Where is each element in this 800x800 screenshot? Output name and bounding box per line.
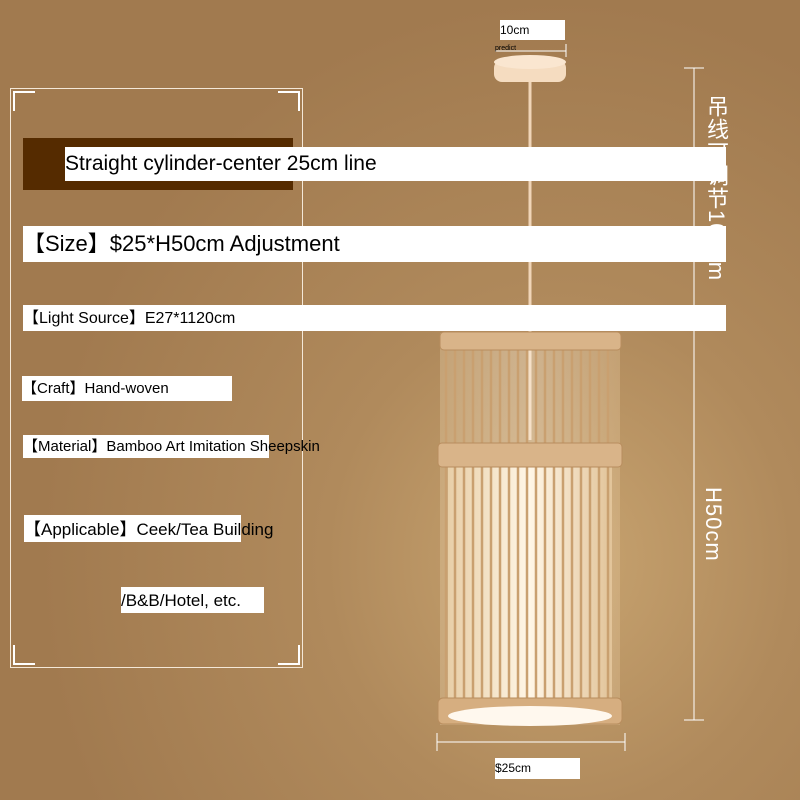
ceiling-canopy [494, 55, 566, 82]
height-label: H50cm [701, 487, 726, 562]
decorative-frame [10, 88, 303, 668]
diameter-label: $25cm [495, 758, 580, 779]
spec-applicable: 【Applicable】Ceek/Tea Building [24, 515, 273, 542]
canopy-width-label: 10cm [500, 20, 565, 40]
lamp-body [437, 331, 623, 726]
canopy-note: predict [495, 45, 517, 52]
spec-craft: 【Craft】Hand-woven [22, 376, 232, 401]
spec-material: 【Material】Bamboo Art Imitation Sheepskin [23, 435, 320, 458]
spec-size: 【Size】$25*H50cm Adjustment [23, 226, 726, 262]
spec-applicable-continued: /B&B/Hotel, etc. [121, 587, 264, 613]
cord-length-label: 吊线可调节100cm [704, 95, 729, 282]
product-title: Straight cylinder-center 25cm line [65, 147, 726, 181]
spec-light-source: 【Light Source】E27*1120cm [23, 305, 726, 331]
